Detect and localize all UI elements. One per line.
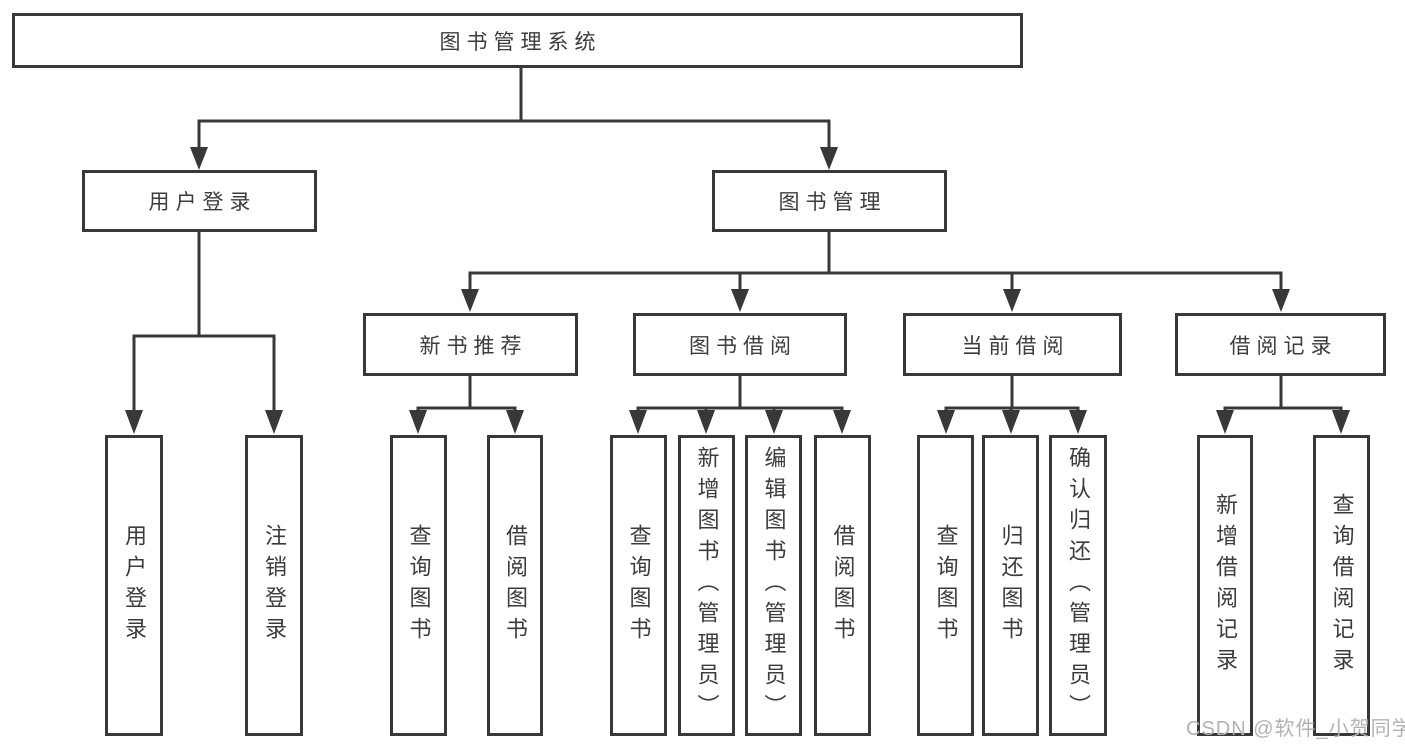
arrow-down-icon <box>629 410 647 434</box>
arrow-down-icon <box>697 410 715 434</box>
leaf-label: 注销登录 <box>262 523 287 648</box>
node-current-borrow: 当前借阅 <box>903 313 1122 376</box>
node-new-book-recommend: 新书推荐 <box>363 313 578 376</box>
leaf-label: 编辑图书（管理员） <box>761 446 787 725</box>
leaf-label: 借阅图书 <box>830 523 856 648</box>
leaf-label: 借阅图书 <box>503 523 528 648</box>
leaf-query-books-2: 查询图书 <box>610 435 667 736</box>
branch-user-login <box>125 232 283 434</box>
branch-book-borrow <box>629 376 851 434</box>
node-user-login: 用户登录 <box>82 170 317 232</box>
leaf-edit-books-admin: 编辑图书（管理员） <box>745 435 802 736</box>
leaf-user-login: 用户登录 <box>105 435 163 736</box>
arrow-down-icon <box>765 410 783 434</box>
leaf-label: 用户登录 <box>122 523 147 648</box>
leaf-add-borrow-record: 新增借阅记录 <box>1197 435 1253 736</box>
node-root: 图书管理系统 <box>12 13 1023 68</box>
arrow-down-icon <box>1003 289 1021 312</box>
arrow-down-icon <box>1272 289 1290 312</box>
leaf-label: 查询图书 <box>406 523 432 648</box>
arrow-down-icon <box>1002 410 1020 434</box>
arrow-down-icon <box>1069 410 1087 434</box>
leaf-label: 新增借阅记录 <box>1213 492 1238 679</box>
leaf-label: 查询图书 <box>933 523 959 648</box>
leaf-query-books-1: 查询图书 <box>390 435 447 736</box>
leaf-add-books-admin: 新增图书（管理员） <box>678 435 735 736</box>
arrow-down-icon <box>506 410 524 434</box>
node-book-borrow: 图书借阅 <box>633 313 847 376</box>
arrow-down-icon <box>731 289 749 312</box>
leaf-borrow-books-1: 借阅图书 <box>487 435 543 736</box>
leaf-query-borrow-record: 查询借阅记录 <box>1313 435 1370 736</box>
arrow-down-icon <box>265 410 283 434</box>
branch-book-management <box>461 232 1290 312</box>
watermark: CSDN @软件_小贺同学 <box>1186 718 1405 740</box>
arrow-down-icon <box>833 410 851 434</box>
arrow-down-icon <box>190 147 208 170</box>
arrow-down-icon <box>1332 410 1350 434</box>
branch-new-book <box>409 376 524 434</box>
arrow-down-icon <box>409 410 427 434</box>
branch-root <box>190 67 838 170</box>
branch-borrow-records <box>1216 376 1350 434</box>
leaf-label: 查询图书 <box>626 523 652 648</box>
arrow-down-icon <box>1216 410 1234 434</box>
leaf-label: 确认归还（管理员） <box>1066 446 1091 725</box>
arrow-down-icon <box>461 289 479 312</box>
leaf-logout: 注销登录 <box>245 435 303 736</box>
node-borrow-records: 借阅记录 <box>1175 313 1386 376</box>
leaf-label: 新增图书（管理员） <box>694 446 720 725</box>
leaf-borrow-books-2: 借阅图书 <box>814 435 871 736</box>
leaf-return-books: 归还图书 <box>982 435 1039 736</box>
branch-current-borrow <box>937 376 1087 434</box>
leaf-confirm-return-admin: 确认归还（管理员） <box>1049 435 1107 736</box>
leaf-label: 归还图书 <box>998 523 1024 648</box>
arrow-down-icon <box>820 147 838 170</box>
leaf-label: 查询借阅记录 <box>1329 492 1355 679</box>
node-book-management: 图书管理 <box>712 170 947 232</box>
arrow-down-icon <box>937 410 955 434</box>
leaf-query-books-3: 查询图书 <box>917 435 974 736</box>
arrow-down-icon <box>125 410 143 434</box>
